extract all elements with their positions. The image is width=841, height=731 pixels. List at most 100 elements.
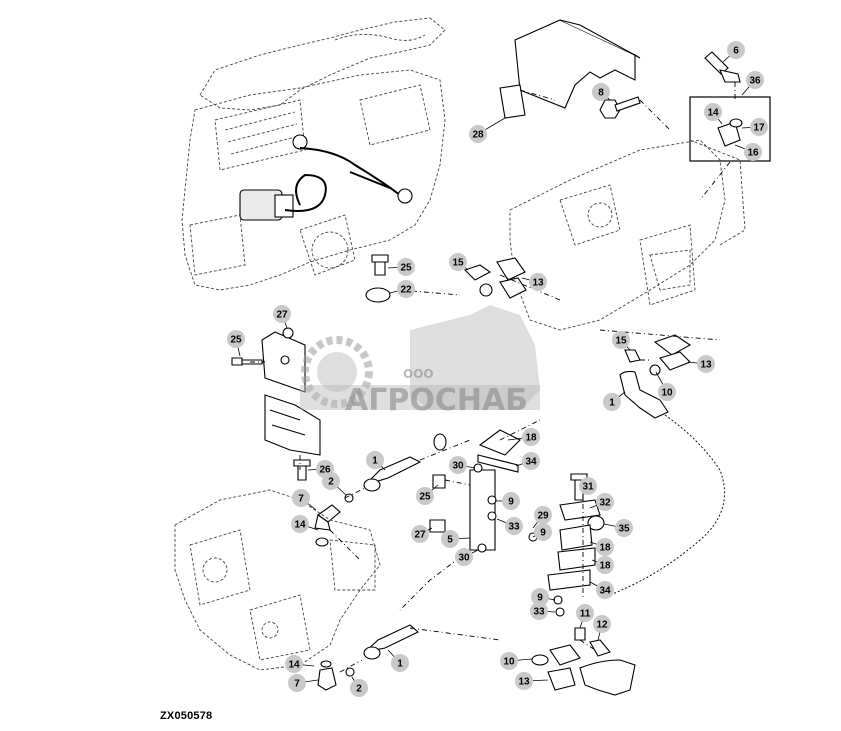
callout-badge — [746, 71, 764, 89]
callout-badge — [697, 355, 715, 373]
callout-number: 2 — [356, 684, 362, 695]
callout-number: 14 — [294, 520, 306, 531]
callout-badge — [449, 253, 467, 271]
callout-badge — [449, 456, 467, 474]
callout-number: 18 — [599, 561, 611, 572]
callout-badge — [397, 280, 415, 298]
callout-badge — [579, 477, 597, 495]
callout-number: 10 — [503, 657, 515, 668]
callout-number: 33 — [508, 522, 520, 533]
lower-housing-illustration — [174, 489, 381, 671]
callout-number: 1 — [609, 398, 615, 409]
flange-13-right — [609, 334, 725, 596]
bolt-8-illustration — [599, 96, 671, 131]
callout-number: 13 — [532, 278, 544, 289]
callout-badge — [397, 258, 415, 276]
callout-number: 34 — [599, 586, 611, 597]
callout-badge — [350, 679, 368, 697]
callout-number: 32 — [599, 498, 611, 509]
callout-number: 33 — [533, 607, 545, 618]
callout-number: 25 — [400, 263, 412, 274]
callout-badge — [441, 530, 459, 548]
bracket-28-illustration — [499, 19, 641, 119]
callout-number: 27 — [276, 310, 288, 321]
callout-number: 15 — [615, 336, 627, 347]
callout-badge — [596, 538, 614, 556]
callout-number: 9 — [540, 528, 546, 539]
callout-badge — [592, 83, 610, 101]
callout-number: 29 — [537, 511, 549, 522]
callout-badge — [576, 604, 594, 622]
callout-badge — [596, 493, 614, 511]
callout-number: 17 — [753, 123, 765, 134]
callout-badge — [603, 393, 621, 411]
tube-1-middle — [344, 433, 447, 503]
callout-number: 18 — [525, 433, 537, 444]
watermark-company-name: АГРОСНАБ — [345, 383, 528, 418]
bracket-cluster-illustration — [429, 429, 605, 617]
callout-badge — [416, 487, 434, 505]
callout-badge — [530, 602, 548, 620]
callout-number: 14 — [288, 660, 300, 671]
callout-badge — [322, 472, 340, 490]
callout-number: 12 — [596, 620, 608, 631]
callout-number: 10 — [661, 388, 673, 399]
callout-number: 8 — [598, 88, 604, 99]
callout-number: 35 — [618, 524, 630, 535]
callout-badge — [534, 506, 552, 524]
callout-badge — [291, 515, 309, 533]
callout-badge — [612, 331, 630, 349]
callout-badge — [285, 655, 303, 673]
callout-number: 30 — [452, 461, 464, 472]
callout-badge — [411, 525, 429, 543]
callout-badge — [531, 588, 549, 606]
callout-number: 9 — [508, 497, 514, 508]
callout-number: 7 — [298, 494, 304, 505]
watermark-logo: ООО АГРОСНАБ — [300, 305, 540, 418]
callout-badge — [596, 556, 614, 574]
callout-number: 36 — [749, 76, 761, 87]
callout-badge — [273, 305, 291, 323]
callout-badge — [500, 652, 518, 670]
callout-number: 1 — [397, 659, 403, 670]
watermark-company-type: ООО — [403, 367, 434, 381]
callout-badge — [455, 548, 473, 566]
callout-number: 28 — [472, 130, 484, 141]
callout-badge — [593, 615, 611, 633]
callout-number: 22 — [400, 285, 412, 296]
callout-badge — [744, 143, 762, 161]
callout-badge — [596, 581, 614, 599]
callout-number: 15 — [452, 258, 464, 269]
callout-badge — [469, 125, 487, 143]
callout-badge — [704, 103, 722, 121]
callout-badge — [658, 383, 676, 401]
callout-number: 2 — [328, 477, 334, 488]
callout-number: 34 — [525, 457, 537, 468]
callout-number: 5 — [447, 535, 453, 546]
flange-13-bottom — [531, 627, 636, 696]
callout-number: 18 — [599, 543, 611, 554]
callout-number: 25 — [419, 492, 431, 503]
callout-badge — [366, 451, 384, 469]
callout-badge — [227, 330, 245, 348]
callout-number: 13 — [700, 360, 712, 371]
callout-badge — [727, 41, 745, 59]
callout-badge — [522, 452, 540, 470]
callout-badge — [750, 118, 768, 136]
elbow-7-middle — [314, 504, 341, 547]
callout-badge — [391, 654, 409, 672]
callout-number: 11 — [580, 609, 591, 620]
callout-badge — [292, 489, 310, 507]
fitting-6-assembly — [689, 51, 771, 201]
callout-badge — [615, 519, 633, 537]
flange-13-top — [463, 257, 527, 299]
callout-number: 9 — [537, 593, 543, 604]
callout-number: 31 — [582, 482, 594, 493]
pump-housing-illustration — [509, 139, 746, 331]
callout-badge — [505, 517, 523, 535]
callout-number: 7 — [294, 679, 300, 690]
callout-number: 13 — [518, 677, 530, 688]
callout-badge — [529, 273, 547, 291]
